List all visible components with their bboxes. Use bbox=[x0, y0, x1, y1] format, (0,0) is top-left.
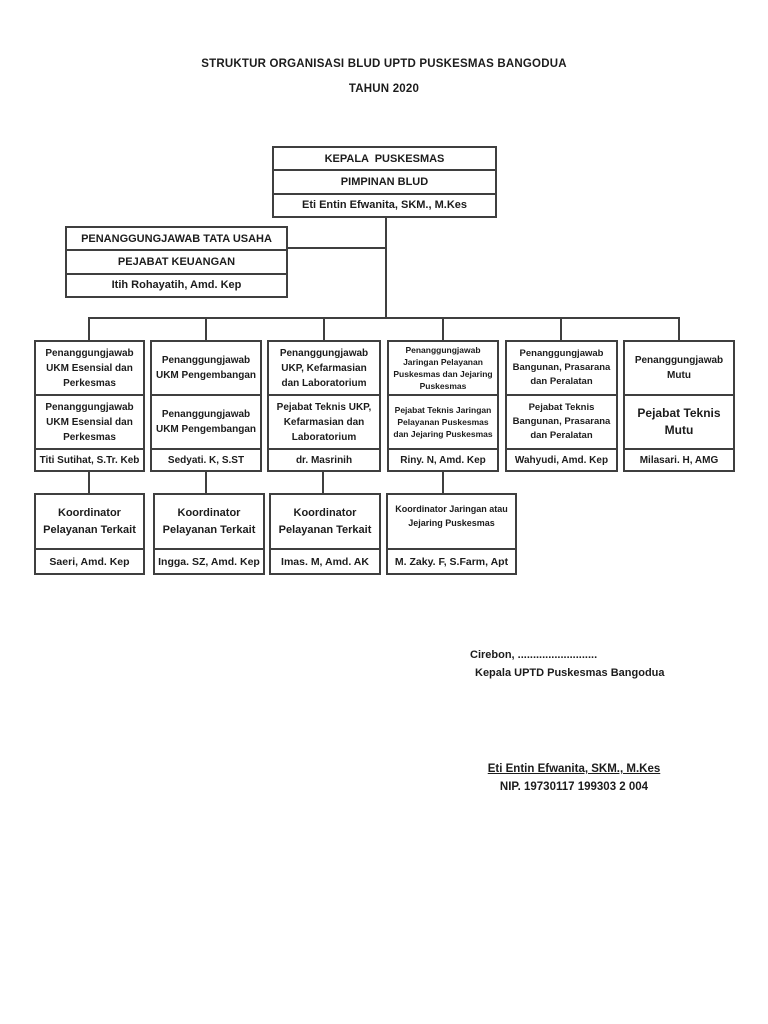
connector-stub-l2-4 bbox=[442, 470, 444, 493]
person-name: Imas. M, Amd. AK bbox=[271, 548, 379, 573]
role-title: Koordinator Pelayanan Terkait bbox=[278, 506, 372, 536]
role-title: Koordinator Jaringan atau Jejaring Puske… bbox=[395, 504, 508, 528]
role-subtitle: Penanggungjawab UKM Esensial dan Perkesm… bbox=[36, 394, 143, 448]
person-name: Itih Rohayatih, Amd. Kep bbox=[67, 272, 286, 296]
role-subtitle: PIMPINAN BLUD bbox=[274, 169, 495, 192]
person-name: Ingga. SZ, Amd. Kep bbox=[155, 548, 263, 573]
role-subtitle: Penanggungjawab UKM Pengembangan bbox=[152, 394, 260, 448]
org-box-ukm-pengembangan: Penanggungjawab UKM Pengembangan Penangg… bbox=[150, 340, 262, 472]
person-name: Saeri, Amd. Kep bbox=[36, 548, 143, 573]
person-name: dr. Masrinih bbox=[269, 448, 379, 470]
org-box-jaringan-pelayanan: Penanggungjawab Jaringan Pelayanan Puske… bbox=[387, 340, 499, 472]
role-title: Penanggungjawab Bangunan, Prasarana dan … bbox=[512, 348, 611, 387]
person-name: Riny. N, Amd. Kep bbox=[389, 448, 497, 470]
org-box-tata-usaha: PENANGGUNGJAWAB TATA USAHA PEJABAT KEUAN… bbox=[65, 226, 288, 298]
role-title: Penanggungjawab Mutu bbox=[634, 355, 724, 381]
place-date-line: Cirebon, .......................... bbox=[470, 649, 598, 661]
page-title: STRUKTUR ORGANISASI BLUD UPTD PUSKESMAS … bbox=[0, 58, 768, 95]
connector-stub-l1-2 bbox=[205, 317, 207, 340]
connector-stub-l2-1 bbox=[88, 470, 90, 493]
person-name: Sedyati. K, S.ST bbox=[152, 448, 260, 470]
signature-block: Eti Entin Efwanita, SKM., M.Kes NIP. 197… bbox=[424, 760, 724, 796]
person-name: Milasari. H, AMG bbox=[625, 448, 733, 470]
role-title: KEPALA PUSKESMAS bbox=[324, 152, 445, 165]
connector-stub-l1-1 bbox=[88, 317, 90, 340]
role-subtitle: Pejabat Teknis Mutu bbox=[625, 394, 733, 448]
role-title: PENANGGUNGJAWAB TATA USAHA bbox=[81, 232, 272, 245]
person-name: M. Zaky. F, S.Farm, Apt bbox=[388, 548, 515, 573]
role-title: Penanggungjawab Jaringan Pelayanan Puske… bbox=[393, 345, 493, 391]
connector-stub-l2-2 bbox=[205, 470, 207, 493]
role-title: Koordinator Pelayanan Terkait bbox=[162, 506, 256, 536]
org-box-mutu: Penanggungjawab Mutu Pejabat Teknis Mutu… bbox=[623, 340, 735, 472]
org-box-koordinator-1: Koordinator Pelayanan Terkait Saeri, Amd… bbox=[34, 493, 145, 575]
org-box-koordinator-3: Koordinator Pelayanan Terkait Imas. M, A… bbox=[269, 493, 381, 575]
role-subtitle: Pejabat Teknis UKP, Kefarmasian dan Labo… bbox=[269, 394, 379, 448]
org-box-koordinator-jaringan: Koordinator Jaringan atau Jejaring Puske… bbox=[386, 493, 517, 575]
connector-root-trunk bbox=[385, 218, 387, 317]
connector-bus-level1 bbox=[88, 317, 680, 319]
org-box-ukm-esensial: Penanggungjawab UKM Esensial dan Perkesm… bbox=[34, 340, 145, 472]
role-title: Penanggungjawab UKM Pengembangan bbox=[155, 355, 256, 381]
role-title: Koordinator Pelayanan Terkait bbox=[43, 506, 136, 536]
signer-name: Eti Entin Efwanita, SKM., M.Kes bbox=[487, 763, 661, 775]
person-name: Titi Sutihat, S.Tr. Keb bbox=[36, 448, 143, 470]
connector-tata-usaha bbox=[287, 247, 385, 249]
org-box-kepala-puskesmas: KEPALA PUSKESMAS PIMPINAN BLUD Eti Entin… bbox=[272, 146, 497, 218]
connector-stub-l1-3 bbox=[323, 317, 325, 340]
person-name: Eti Entin Efwanita, SKM., M.Kes bbox=[274, 192, 495, 216]
role-title: Penanggungjawab UKP, Kefarmasian dan Lab… bbox=[279, 347, 369, 389]
connector-stub-l1-4 bbox=[442, 317, 444, 340]
role-subtitle: PEJABAT KEUANGAN bbox=[67, 249, 286, 272]
person-name: Wahyudi, Amd. Kep bbox=[507, 448, 616, 470]
connector-stub-l2-3 bbox=[322, 470, 324, 493]
org-box-bangunan-prasarana: Penanggungjawab Bangunan, Prasarana dan … bbox=[505, 340, 618, 472]
connector-stub-l1-6 bbox=[678, 317, 680, 340]
connector-stub-l1-5 bbox=[560, 317, 562, 340]
role-subtitle: Pejabat Teknis Bangunan, Prasarana dan P… bbox=[507, 394, 616, 448]
signer-nip: NIP. 19730117 199303 2 004 bbox=[499, 781, 649, 793]
signature-place-date: Cirebon, .......................... Kepa… bbox=[470, 646, 665, 682]
org-box-ukp-kefarmasian: Penanggungjawab UKP, Kefarmasian dan Lab… bbox=[267, 340, 381, 472]
org-box-koordinator-2: Koordinator Pelayanan Terkait Ingga. SZ,… bbox=[153, 493, 265, 575]
role-title: Penanggungjawab UKM Esensial dan Perkesm… bbox=[45, 347, 134, 389]
role-subtitle: Pejabat Teknis Jaringan Pelayanan Puskes… bbox=[389, 394, 497, 448]
title-year: TAHUN 2020 bbox=[348, 83, 420, 95]
signer-role-line: Kepala UPTD Puskesmas Bangodua bbox=[475, 667, 665, 679]
title-line: STRUKTUR ORGANISASI BLUD UPTD PUSKESMAS … bbox=[201, 58, 567, 70]
